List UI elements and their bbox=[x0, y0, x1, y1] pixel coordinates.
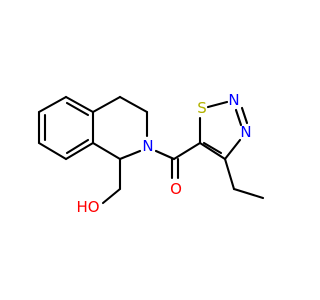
bond bbox=[64, 141, 95, 161]
bond bbox=[91, 95, 122, 114]
structure-drawing: N O S N N HO bbox=[37, 91, 265, 216]
bond bbox=[172, 141, 202, 161]
bond bbox=[232, 187, 265, 200]
atom-label-hydroxyl: HO bbox=[76, 198, 99, 216]
atom-label-n-ring: N bbox=[142, 137, 153, 155]
bond bbox=[223, 138, 242, 161]
bond bbox=[118, 95, 149, 114]
bond bbox=[198, 141, 227, 161]
bond bbox=[65, 138, 90, 155]
bond bbox=[64, 95, 95, 114]
bond bbox=[118, 149, 142, 161]
atom-label-s-thiadiazole: S bbox=[197, 99, 207, 117]
atom-label-n-thiadiazole-2: N bbox=[228, 91, 239, 109]
atom-label-o-carbonyl: O bbox=[170, 180, 182, 198]
bond bbox=[234, 108, 243, 127]
bond bbox=[154, 149, 176, 161]
molecule-diagram: N O S N N HO bbox=[37, 91, 265, 216]
bond bbox=[240, 106, 249, 125]
bond bbox=[37, 141, 68, 161]
bond bbox=[206, 100, 229, 109]
atom-label-n-thiadiazole-3: N bbox=[240, 123, 251, 141]
bond bbox=[37, 95, 68, 114]
bond bbox=[202, 141, 223, 155]
bond bbox=[101, 187, 122, 205]
bond bbox=[223, 157, 236, 191]
bond bbox=[65, 101, 90, 117]
bond bbox=[91, 141, 122, 161]
